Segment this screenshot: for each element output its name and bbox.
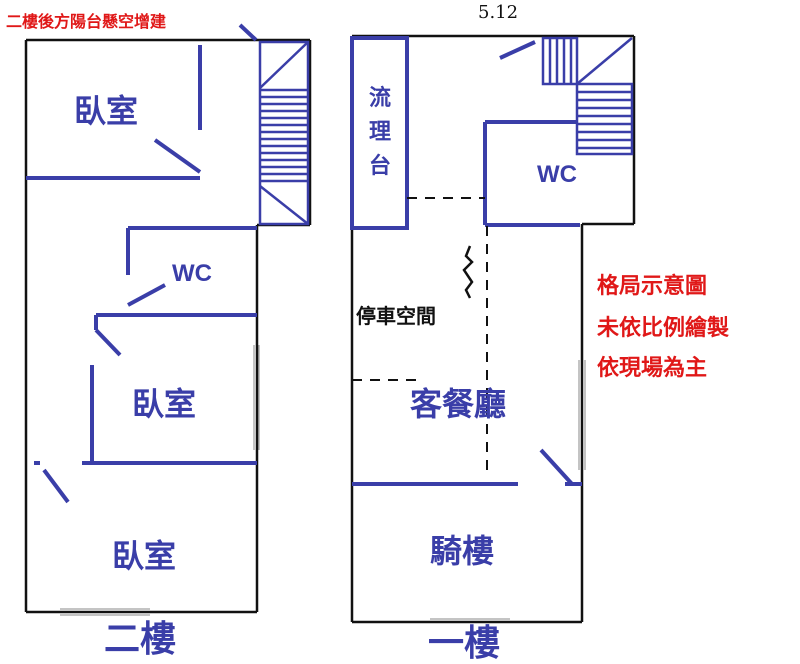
floor2-walls <box>26 23 258 504</box>
parking-text: 停車空間 <box>356 304 436 328</box>
floor2-wc: WC <box>172 260 212 287</box>
handwritten-date: 5.12 <box>478 2 519 23</box>
floor2-windows <box>60 345 260 616</box>
floor1-dashed <box>352 197 488 478</box>
floor1-living-dining: 客餐廳 <box>410 385 507 423</box>
disclaimer-line-2: 未依比例繪製 <box>597 316 730 341</box>
floor2-bedroom-middle: 臥室 <box>132 385 197 423</box>
floor1-label: 一樓 <box>428 623 501 664</box>
floor2-stairs <box>258 40 310 226</box>
floor1-counter: 流理台 <box>368 86 391 179</box>
floor2-outline <box>24 38 312 614</box>
annex-note: 二樓後方陽台懸空增建 <box>6 12 167 31</box>
floor1-windows <box>430 360 586 620</box>
disclaimer-line-3: 依現場為主 <box>597 356 708 381</box>
floor2-bedroom-top: 臥室 <box>74 92 139 130</box>
floor2-bedroom-bottom: 臥室 <box>112 537 177 575</box>
disclaimer-line-1: 格局示意圖 <box>597 274 708 299</box>
floor1-wc: WC <box>537 161 577 188</box>
floor1-stairs <box>541 36 634 156</box>
floor1-arcade: 騎樓 <box>430 532 495 570</box>
floor1-scribble <box>462 245 474 299</box>
floor1-walls <box>350 36 582 486</box>
floor2-label: 二樓 <box>104 619 177 660</box>
